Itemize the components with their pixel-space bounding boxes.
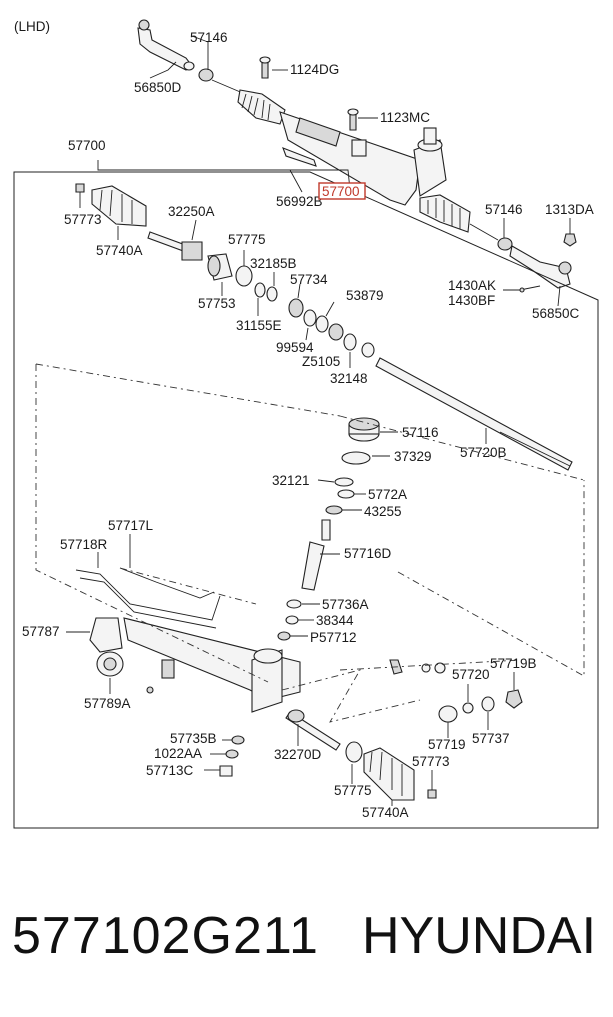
part-number: 577102G211 — [12, 907, 319, 965]
label-57720B: 57720B — [460, 445, 507, 460]
label-57775-upper: 57775 — [228, 232, 266, 247]
label-57773-upper: 57773 — [64, 212, 102, 227]
label-57740A-upper: 57740A — [96, 243, 143, 258]
label-37329: 37329 — [394, 449, 432, 464]
label-5772A: 5772A — [368, 487, 407, 502]
exploded-parts — [35, 183, 585, 806]
label-57146-upper: 57146 — [190, 30, 228, 45]
label-57775-lower: 57775 — [334, 783, 372, 798]
label-57713C: 57713C — [146, 763, 194, 778]
label-57740A-lower: 57740A — [362, 805, 409, 820]
label-56850D: 56850D — [134, 80, 182, 95]
label-1430BF: 1430BF — [448, 293, 495, 308]
label-1313DA: 1313DA — [545, 202, 594, 217]
label-P57712: P57712 — [310, 630, 357, 645]
label-57700-highlighted: 57700 — [322, 184, 360, 199]
label-1022AA: 1022AA — [154, 746, 202, 761]
label-38344: 38344 — [316, 613, 354, 628]
label-99594: 99594 — [276, 340, 314, 355]
label-57146-lower: 57146 — [485, 202, 523, 217]
label-57789A: 57789A — [84, 696, 131, 711]
label-1430AK: 1430AK — [448, 278, 496, 293]
label-Z5105: Z5105 — [302, 354, 340, 369]
exploded-view-frame — [13, 171, 599, 829]
highlight-box — [318, 182, 366, 200]
label-56850C: 56850C — [532, 306, 580, 321]
label-31155E: 31155E — [236, 318, 282, 333]
top-assembly — [97, 19, 577, 307]
label-57719: 57719 — [428, 737, 466, 752]
label-1123MC: 1123MC — [380, 110, 430, 125]
label-57753: 57753 — [198, 296, 236, 311]
label-57734: 57734 — [290, 272, 328, 287]
label-32270D: 32270D — [274, 747, 322, 762]
label-57717L: 57717L — [108, 518, 154, 533]
label-32250A: 32250A — [168, 204, 215, 219]
label-57720: 57720 — [452, 667, 490, 682]
label-56992B: 56992B — [276, 194, 323, 209]
label-57735B: 57735B — [170, 731, 217, 746]
label-32121: 32121 — [272, 473, 310, 488]
label-57716D: 57716D — [344, 546, 392, 561]
label-53879: 53879 — [346, 288, 384, 303]
label-57700-frame: 57700 — [68, 138, 106, 153]
label-57737: 57737 — [472, 731, 510, 746]
label-57773-lower: 57773 — [412, 754, 450, 769]
brand-name: HYUNDAI — [362, 907, 597, 965]
label-43255: 43255 — [364, 504, 402, 519]
label-57736A: 57736A — [322, 597, 369, 612]
label-57787: 57787 — [22, 624, 60, 639]
label-57719B: 57719B — [490, 656, 537, 671]
label-57116: 57116 — [402, 425, 439, 440]
label-32148: 32148 — [330, 371, 368, 386]
label-32185B: 32185B — [250, 256, 297, 271]
label-57718R: 57718R — [60, 537, 108, 552]
label-1124DG: 1124DG — [290, 62, 339, 77]
variant-label: (LHD) — [14, 19, 50, 34]
